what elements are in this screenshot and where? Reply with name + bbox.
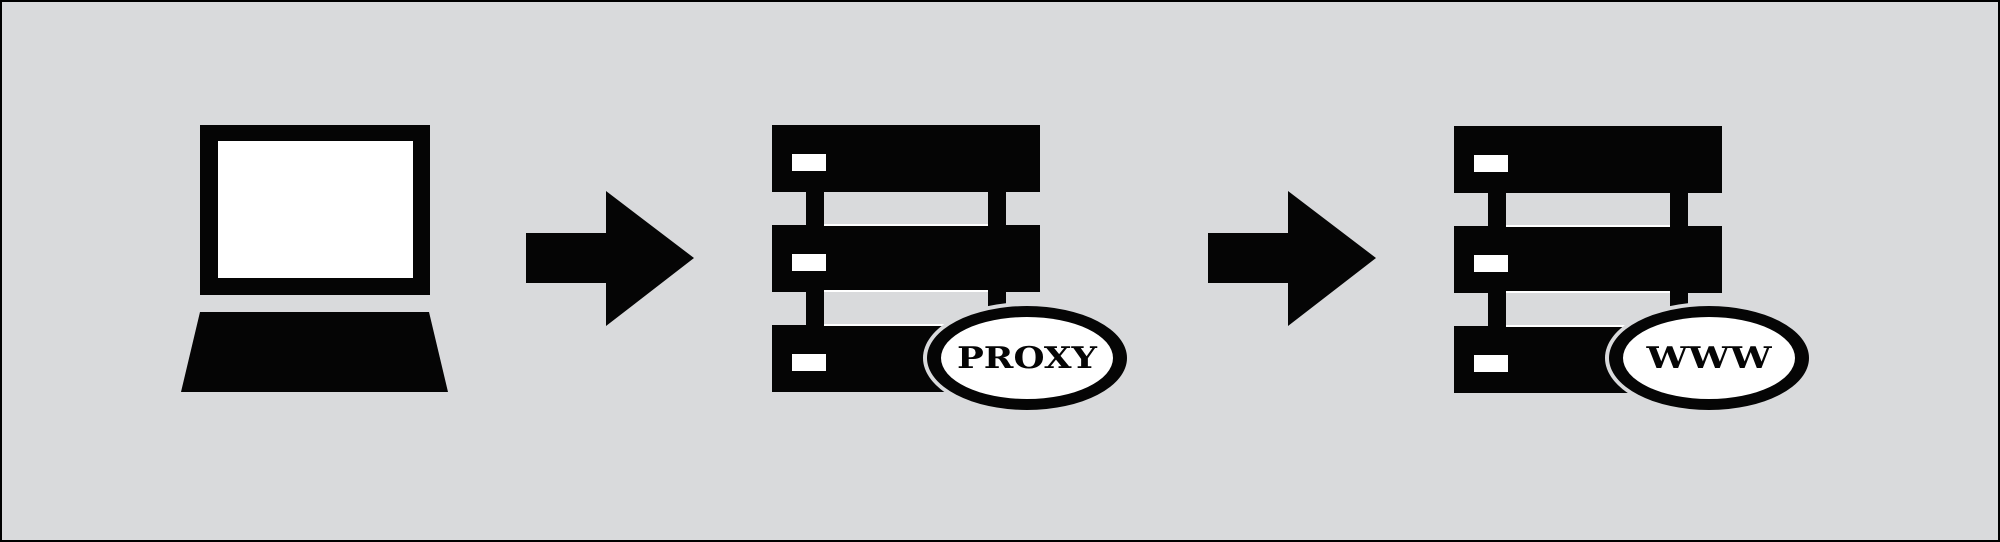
laptop-icon xyxy=(181,125,448,392)
proxy-badge: PROXY xyxy=(923,302,1131,414)
laptop-keyboard xyxy=(181,312,448,392)
www-badge: WWW xyxy=(1605,302,1813,414)
laptop-screen xyxy=(218,141,413,278)
arrow-right-icon xyxy=(1208,191,1376,326)
www-badge-label: WWW xyxy=(1645,341,1773,376)
proxy-badge-label: PROXY xyxy=(957,341,1098,376)
arrow-right-icon xyxy=(526,191,694,326)
